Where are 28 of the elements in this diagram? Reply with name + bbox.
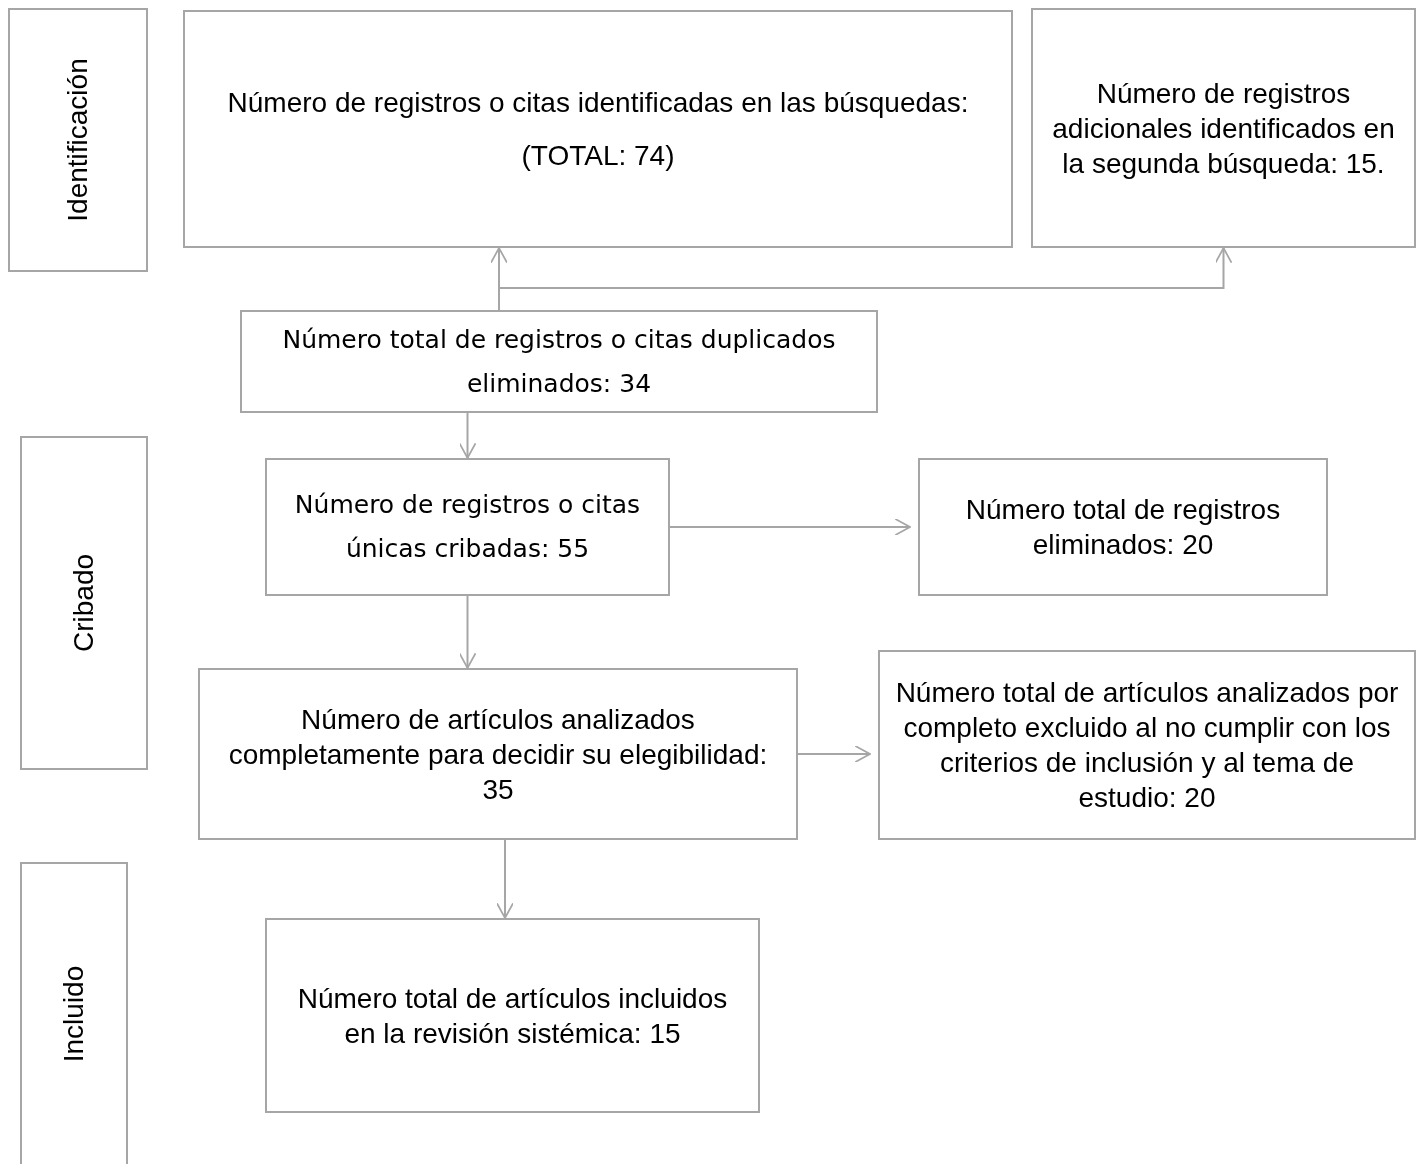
arrow: [496, 839, 514, 919]
process-box: [198, 668, 798, 840]
stage-label: Identificación: [62, 58, 94, 222]
box-text: Número de artículos analizados completamente para decidir su elegibilidad: 35: [227, 702, 769, 807]
box-text: Número total de registros o citas duplicados eliminados: 34: [281, 323, 837, 400]
box-text: (TOTAL: 74): [521, 139, 675, 173]
process-box: [265, 918, 760, 1113]
stage-label: Incluido: [58, 965, 90, 1063]
box-text: Número total de registros eliminados: 20: [964, 493, 1282, 562]
process-box: [918, 458, 1328, 596]
box-text: Número de registros o citas únicas cribadas: 55: [293, 489, 642, 565]
stage-label-box: [20, 862, 128, 1164]
arrow: [669, 518, 911, 536]
process-box: [183, 10, 1013, 248]
arrow: [458, 595, 477, 669]
stage-label-box: [20, 436, 148, 770]
stage-label-box: [8, 8, 148, 272]
process-box: [240, 310, 878, 413]
box-text: Número total de artículos incluidos en la revisión sistémica: 15: [296, 981, 729, 1051]
stage-label: Cribado: [68, 553, 100, 653]
box-text: Número de registros o citas identificadas en las búsquedas:: [227, 86, 969, 120]
box-text: Número de registros adicionales identificados en la segunda búsqueda: 15.: [1051, 76, 1396, 181]
process-box: [878, 650, 1416, 840]
process-box: [265, 458, 670, 596]
process-box: [1031, 8, 1416, 248]
arrow: [458, 412, 477, 459]
box-text: Número total de artículos analizados por completo excluido al no cumplir con los criterios de inclusión y al tema de estudio: 20: [894, 676, 1400, 815]
arrow: [797, 745, 871, 763]
